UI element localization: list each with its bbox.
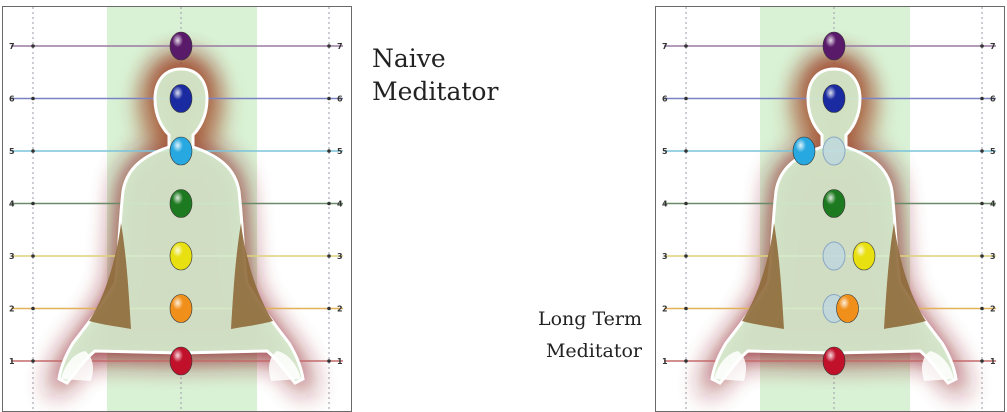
level-number-left: 7 xyxy=(9,42,15,51)
level-dot-right xyxy=(327,149,331,153)
chakra-orb-highlight xyxy=(170,242,192,270)
chakra-orb-highlight xyxy=(823,189,845,218)
level-number-right: 4 xyxy=(337,200,343,209)
level-number-right: 2 xyxy=(337,305,343,314)
level-dot-left xyxy=(684,96,688,101)
chakra-orb-highlight xyxy=(170,294,192,323)
level-dot-right xyxy=(980,306,984,311)
chakra-orb-highlight xyxy=(793,137,815,165)
level-number-right: 1 xyxy=(990,357,996,366)
level-dot-right xyxy=(980,44,984,48)
right-hand xyxy=(922,351,954,381)
level-dot-left xyxy=(31,306,35,311)
level-dot-right xyxy=(327,96,331,101)
chakra-orb-highlight xyxy=(170,32,192,60)
level-number-right: 6 xyxy=(337,95,343,104)
right-hand xyxy=(269,351,301,381)
caption-long-line-2: Meditator xyxy=(545,340,642,362)
level-number-left: 4 xyxy=(9,200,15,209)
level-dot-left xyxy=(684,201,688,206)
level-dot-left xyxy=(31,44,35,48)
level-number-right: 3 xyxy=(337,252,343,261)
level-number-left: 6 xyxy=(662,95,668,104)
caption-naive-line-2: Meditator xyxy=(372,77,499,106)
chakra-ghost-3 xyxy=(822,241,846,271)
right-arm-gap xyxy=(884,223,926,329)
level-number-left: 1 xyxy=(662,357,668,366)
chakra-orb-highlight xyxy=(836,294,859,323)
left-arm-gap xyxy=(742,223,784,329)
level-number-left: 5 xyxy=(662,147,668,156)
long-term-meditator-panel: 1 1 2 2 3 3 4 4 5 5 6 6 7 7 xyxy=(655,6,1005,412)
level-dot-right xyxy=(327,254,331,258)
level-dot-right xyxy=(327,306,331,311)
right-arm-gap xyxy=(231,223,273,329)
meditator-silhouette xyxy=(710,67,958,385)
long-term-meditator-caption: Long Term Meditator xyxy=(484,303,642,367)
level-number-right: 2 xyxy=(990,305,996,314)
level-number-left: 7 xyxy=(662,42,668,51)
level-number-right: 6 xyxy=(990,95,996,104)
chakra-diagram-long-term: 1 1 2 2 3 3 4 4 5 5 6 6 7 7 xyxy=(662,7,996,411)
level-dot-left xyxy=(31,149,35,153)
level-dot-right xyxy=(327,359,331,363)
chakra-orb-highlight xyxy=(170,137,192,165)
level-dot-right xyxy=(980,359,984,363)
level-dot-right xyxy=(327,201,331,206)
chakra-orb-highlight xyxy=(823,347,845,375)
level-dot-right xyxy=(980,254,984,258)
level-dot-left xyxy=(31,254,35,258)
caption-naive-line-1: Naive xyxy=(372,44,446,73)
level-dot-right xyxy=(980,149,984,153)
chakra-orb-highlight xyxy=(170,347,192,375)
level-dot-right xyxy=(980,96,984,101)
left-hand xyxy=(714,351,746,381)
left-hand xyxy=(61,351,93,381)
level-dot-left xyxy=(31,201,35,206)
chakra-diagram-naive: 1 1 2 2 3 3 4 4 5 5 6 6 7 7 xyxy=(9,7,343,411)
naive-meditator-caption: Naive Meditator xyxy=(372,42,498,108)
level-dot-left xyxy=(31,96,35,101)
level-number-right: 5 xyxy=(337,147,343,156)
meditator-silhouette xyxy=(57,67,305,385)
level-dot-left xyxy=(684,254,688,258)
level-number-left: 3 xyxy=(9,252,15,261)
level-number-right: 7 xyxy=(990,42,996,51)
level-number-left: 2 xyxy=(662,305,668,314)
level-number-left: 1 xyxy=(9,357,15,366)
level-number-left: 6 xyxy=(9,95,15,104)
level-number-right: 3 xyxy=(990,252,996,261)
chakra-orb-highlight xyxy=(823,32,845,60)
level-dot-right xyxy=(327,44,331,48)
level-number-right: 1 xyxy=(337,357,343,366)
level-dot-left xyxy=(31,359,35,363)
chakra-orb-highlight xyxy=(823,84,845,113)
level-dot-left xyxy=(684,149,688,153)
level-number-right: 7 xyxy=(337,42,343,51)
level-number-right: 4 xyxy=(990,200,996,209)
level-number-left: 5 xyxy=(9,147,15,156)
level-dot-right xyxy=(980,201,984,206)
level-dot-left xyxy=(684,359,688,363)
level-number-left: 4 xyxy=(662,200,668,209)
caption-long-line-1: Long Term xyxy=(537,308,642,330)
chakra-ghost-5 xyxy=(822,136,846,166)
level-dot-left xyxy=(684,306,688,311)
level-dot-left xyxy=(684,44,688,48)
level-number-left: 2 xyxy=(9,305,15,314)
level-number-right: 5 xyxy=(990,147,996,156)
left-arm-gap xyxy=(89,223,131,329)
chakra-orb-highlight xyxy=(853,242,875,270)
naive-meditator-panel: 1 1 2 2 3 3 4 4 5 5 6 6 7 7 xyxy=(2,6,352,412)
chakra-orb-highlight xyxy=(170,189,192,218)
chakra-orb-highlight xyxy=(170,84,192,113)
level-number-left: 3 xyxy=(662,252,668,261)
